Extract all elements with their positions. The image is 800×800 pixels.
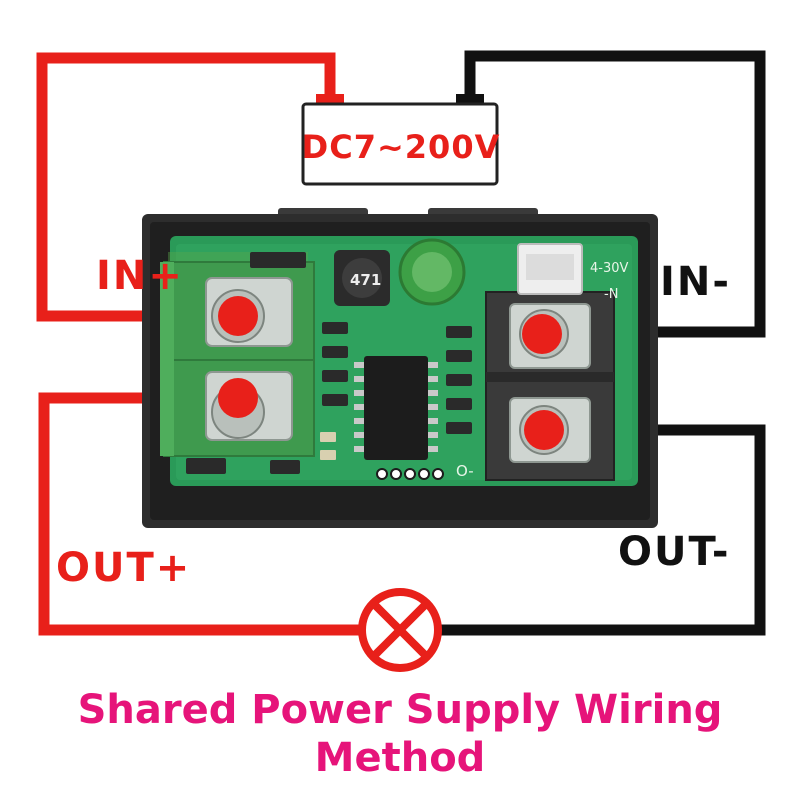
out-plus-label: OUT+ — [56, 545, 192, 591]
supply-voltage-label: DC7~200V — [301, 128, 501, 166]
resistor — [250, 252, 306, 268]
out-plus-dot — [218, 378, 258, 418]
out-marking: O- — [456, 462, 474, 480]
caption-line-1: Shared Power Supply Wiring — [77, 687, 723, 733]
voltmeter-module: 471 4-30V -N O- — [142, 208, 658, 528]
voltage-range-marking: 4-30V — [590, 261, 629, 276]
ic-chip — [354, 356, 438, 460]
out-minus-dot — [524, 410, 564, 450]
in-plus-wire — [36, 52, 336, 322]
pin-header — [376, 468, 444, 480]
caption: Shared Power Supply Wiring Method — [0, 686, 800, 782]
smd-components — [186, 322, 472, 474]
power-supply — [301, 94, 499, 186]
inductor — [334, 250, 390, 306]
load-lamp-icon — [358, 588, 442, 672]
caption-line-2: Method — [314, 735, 486, 781]
in-plus-label: IN+ — [96, 253, 184, 299]
out-plus-wire — [38, 392, 360, 636]
capacitor — [398, 238, 466, 306]
in-minus-wire — [464, 50, 766, 338]
out-minus-label: OUT- — [618, 529, 731, 575]
connection-dots — [218, 296, 564, 450]
pin-marking: -N — [604, 287, 618, 302]
jst-connector — [517, 243, 583, 295]
in-minus-label: IN- — [660, 259, 731, 305]
inductor-marking: 471 — [350, 271, 381, 289]
in-minus-dot — [522, 314, 562, 354]
in-plus-dot — [218, 296, 258, 336]
supply-box — [301, 102, 499, 186]
